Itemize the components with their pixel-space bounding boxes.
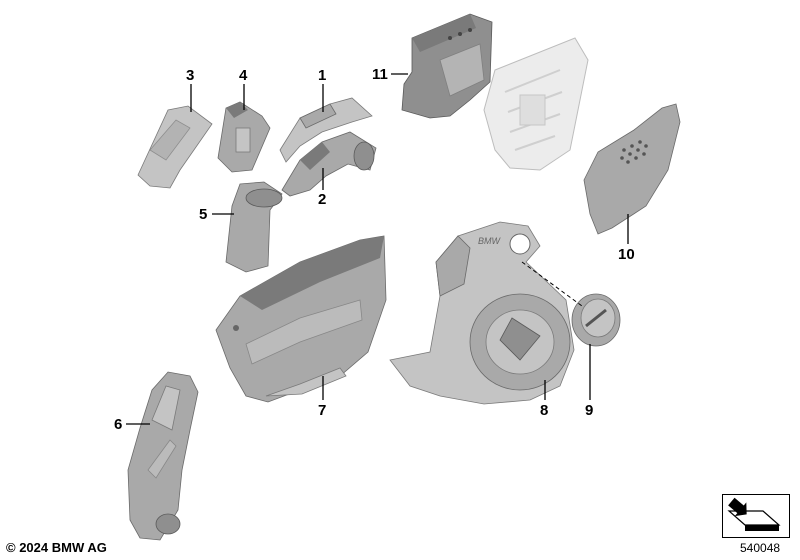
copyright-notice: © 2024 BMW AG	[6, 540, 107, 555]
round-cap-part[interactable]	[571, 293, 621, 347]
callout-7[interactable]: 7	[318, 402, 326, 419]
upper-heat-shield-part[interactable]	[279, 97, 373, 163]
mounting-bracket-part[interactable]	[217, 101, 271, 173]
ghost-frame-part	[483, 37, 589, 171]
svg-text:BMW: BMW	[478, 236, 502, 246]
engine-cover-part[interactable]: BMW	[389, 221, 575, 405]
callout-8[interactable]: 8	[540, 402, 548, 419]
assembly-line	[521, 261, 583, 307]
bracket-cover-part[interactable]	[137, 105, 213, 189]
diagram-number: 540048	[740, 541, 781, 555]
exhaust-heat-shield-part[interactable]	[127, 371, 199, 541]
callout-4[interactable]: 4	[239, 67, 248, 84]
callout-2[interactable]: 2	[318, 191, 326, 208]
callout-6[interactable]: 6	[114, 416, 122, 433]
navigation-arrow-box[interactable]	[722, 494, 790, 538]
arrow-icon	[727, 497, 781, 531]
perforated-cover-part[interactable]	[583, 103, 681, 235]
lower-heat-shield-part[interactable]	[281, 131, 377, 197]
sleeve-cover-part[interactable]	[225, 181, 283, 273]
housing-part[interactable]	[401, 13, 493, 119]
callout-5[interactable]: 5	[199, 206, 207, 223]
callout-11[interactable]: 11	[372, 66, 388, 83]
callout-10[interactable]: 10	[618, 246, 635, 263]
callout-9[interactable]: 9	[585, 402, 593, 419]
callout-3[interactable]: 3	[186, 67, 194, 84]
callout-1[interactable]: 1	[318, 67, 326, 84]
side-panel-part[interactable]	[215, 235, 387, 403]
